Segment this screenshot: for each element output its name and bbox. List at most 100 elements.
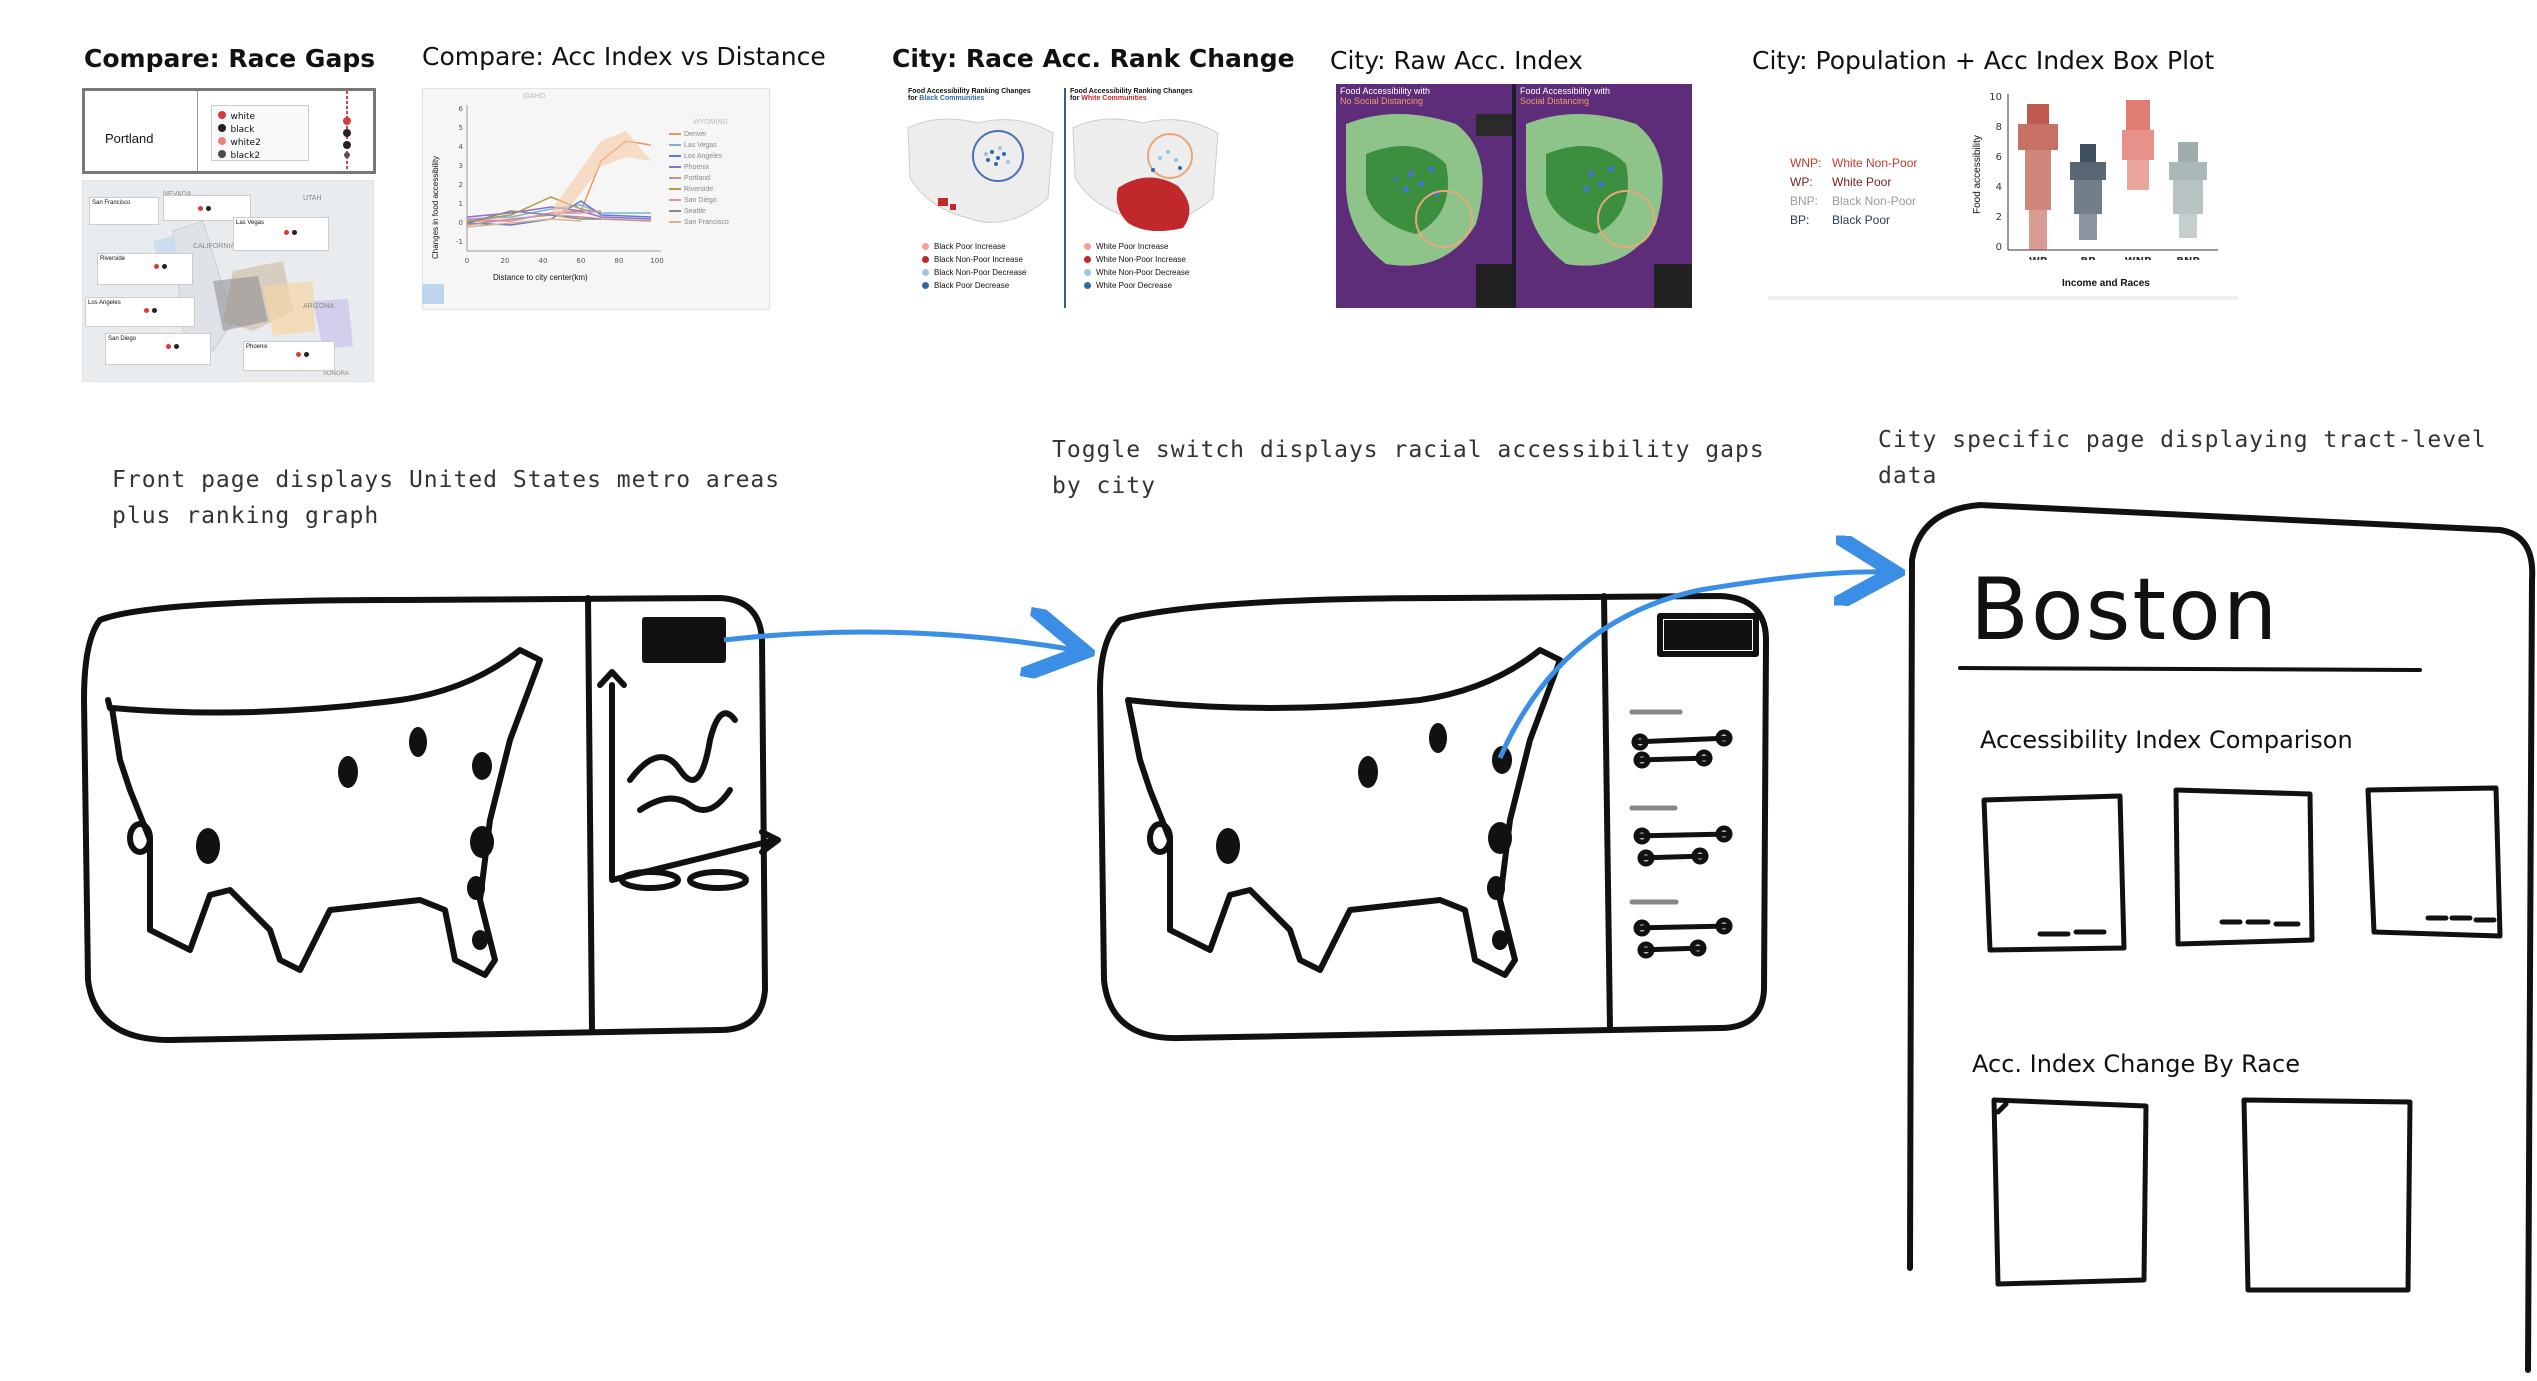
rank-change-panel: Food Accessibility Ranking Changes for B… — [898, 84, 1238, 310]
divider — [197, 91, 198, 171]
legend-item: BP:Black Poor — [1790, 213, 1891, 227]
legend-item: White Non-Poor Increase — [1084, 253, 1189, 266]
x-tick-label: 80 — [615, 257, 624, 265]
box-segment-bnp — [2179, 214, 2197, 238]
legend-item: Denver — [669, 129, 765, 140]
legend-item: Black Non-Poor Decrease — [922, 266, 1026, 279]
series-line-san-diego — [466, 210, 602, 222]
rank-maps — [907, 118, 1219, 232]
y-tick-label: 2 — [459, 181, 463, 189]
race-gaps-panel: Portland white black white2 black2 — [82, 88, 376, 174]
race-gaps-title: Compare: Race Gaps — [84, 44, 376, 73]
acc-vs-distance-panel: IDAHO WYOMING Changes in food accessibil… — [422, 88, 770, 310]
region-utah: UTAH — [303, 195, 322, 202]
series-line-riverside — [466, 196, 602, 222]
raw-index-title: City: Raw Acc. Index — [1330, 46, 1583, 75]
x-tick-label: WP — [2029, 256, 2047, 260]
arrow-city — [1497, 572, 1885, 759]
y-tick-label: 2 — [1996, 212, 2002, 223]
box-underline — [1768, 296, 2238, 300]
legend-item: White Poor Increase — [1084, 240, 1189, 253]
y-tick-label: 8 — [1996, 122, 2002, 133]
city-page-note: City specific page displaying tract-leve… — [1878, 427, 2487, 489]
city-name: Boston — [1970, 560, 2280, 660]
x-tick-label: 60 — [577, 257, 586, 265]
y-tick-label: 6 — [1996, 152, 2002, 163]
legend-item: Portland — [669, 173, 765, 184]
legend-box: white black white2 black2 — [211, 105, 309, 161]
city-card-la: Los Angeles — [85, 297, 195, 327]
box-segment-wp — [2018, 124, 2058, 150]
rank-change-title: City: Race Acc. Rank Change — [892, 44, 1295, 73]
raw-index-panel: Food Accessibility with No Social Distan… — [1336, 84, 1692, 308]
y-tick-label: 10 — [1989, 92, 2002, 103]
box-segment-wp — [2027, 104, 2049, 124]
front-page-note: Front page displays United States metro … — [112, 467, 781, 529]
race-gap-dots — [343, 91, 351, 171]
box-segment-bp — [2074, 180, 2102, 214]
acc-vs-distance-title: Compare: Acc Index vs Distance — [422, 42, 826, 71]
y-tick-label: 5 — [459, 124, 463, 132]
map-label-wyoming: WYOMING — [693, 119, 728, 126]
box-segment-bnp — [2173, 180, 2203, 214]
raw-right-header: Food Accessibility with Social Distancin… — [1520, 86, 1611, 106]
rank-left-header: Food Accessibility Ranking Changes for B… — [908, 88, 1031, 102]
rank-right-header: Food Accessibility Ranking Changes for W… — [1070, 88, 1193, 102]
legend-item: Las Vegas — [669, 140, 765, 151]
legend-item: Phoenix — [669, 162, 765, 173]
city-card-phoenix: Phoenix — [243, 341, 335, 371]
arrow-toggle — [723, 632, 1075, 650]
legend-item: San Francisco — [669, 217, 765, 228]
y-tick-label: 1 — [459, 200, 463, 208]
x-tick-label: 20 — [501, 257, 510, 265]
legend-item: WP:White Poor — [1790, 175, 1892, 189]
region-sonora: SONORA — [323, 371, 350, 377]
portland-label: Portland — [105, 131, 154, 146]
city-card-lv: Las Vegas — [233, 217, 329, 251]
distance-xlabel: Distance to city center(km) — [493, 273, 588, 282]
box-segment-bp — [2070, 162, 2106, 180]
box-segment-bp — [2080, 144, 2096, 162]
legend-item: BNP:Black Non-Poor — [1790, 194, 1917, 208]
x-tick-label: 100 — [650, 257, 663, 265]
y-tick-label: 0 — [459, 219, 463, 227]
legend-item: Riverside — [669, 184, 765, 195]
city-page-sketch — [1907, 502, 2536, 1373]
box-segment-wp — [2025, 150, 2051, 210]
toggle-note: Toggle switch displays racial accessibil… — [1052, 437, 1765, 499]
raw-left-header: Food Accessibility with No Social Distan… — [1340, 86, 1431, 106]
box-segment-bnp — [2169, 162, 2207, 180]
raw-index-maps — [1336, 84, 1692, 308]
box-segment-wp — [2029, 210, 2047, 250]
box-segment-wnp — [2126, 100, 2150, 130]
legend-item: Los Angeles — [669, 151, 765, 162]
map-corner — [422, 284, 444, 304]
y-tick-label: 4 — [459, 143, 464, 151]
series-line-san-francisco — [466, 218, 582, 228]
y-tick-label: 3 — [459, 162, 463, 170]
y-tick-label: -1 — [456, 238, 463, 246]
region-arizona: ARIZONA — [303, 303, 335, 310]
y-tick-label: 6 — [459, 105, 464, 113]
box-segment-bp — [2079, 214, 2097, 240]
x-tick-label: 0 — [465, 257, 469, 265]
legend-item: Black Poor Increase — [922, 240, 1026, 253]
city-card-sf: San Francisco — [89, 197, 159, 225]
legend-white: white — [230, 112, 256, 122]
box-plot-title: City: Population + Acc Index Box Plot — [1752, 46, 2215, 75]
city-card-sf-chart — [163, 195, 251, 221]
toggle-page-sketch — [1097, 593, 1769, 1042]
legend-item: Black Non-Poor Increase — [922, 253, 1026, 266]
legend-item: WNP:White Non-Poor — [1790, 156, 1918, 170]
legend-item: Seattle — [669, 206, 765, 217]
legend-item: White Poor Decrease — [1084, 279, 1189, 292]
legend-item: White Non-Poor Decrease — [1084, 266, 1189, 279]
legend-black: black — [230, 125, 255, 135]
